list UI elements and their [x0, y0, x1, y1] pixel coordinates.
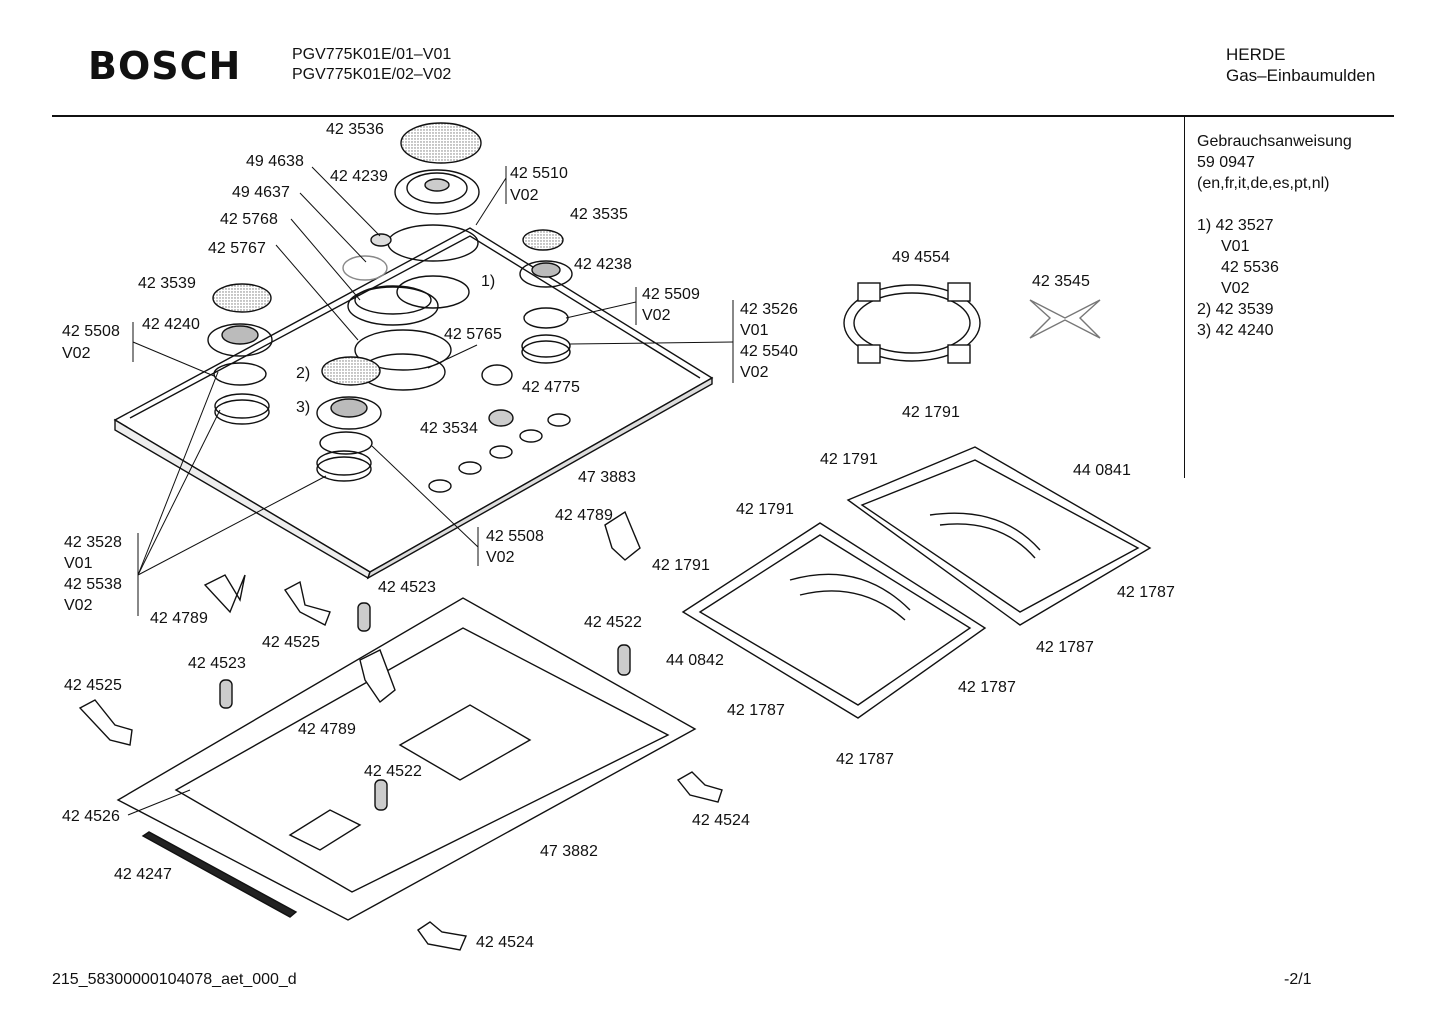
part-label: 42 1791 [736, 501, 794, 518]
category-subtitle: Gas–Einbaumulden [1226, 66, 1376, 85]
brand-logo: BOSCH [88, 44, 242, 88]
note-1-part-2: 42 5536 [1221, 259, 1279, 276]
variant-label: V02 [510, 187, 539, 204]
variant-label: V01 [64, 555, 93, 572]
part-label: 42 5508 [486, 528, 544, 545]
sidebar-divider [1184, 117, 1185, 478]
part-label: 42 4526 [62, 808, 120, 825]
part-label: 42 3536 [326, 121, 384, 138]
part-label: 42 5768 [220, 211, 278, 228]
part-label: 42 4524 [692, 812, 750, 829]
part-label: 42 5510 [510, 165, 568, 182]
part-label: 42 4525 [262, 634, 320, 651]
variant-label: V02 [740, 364, 769, 381]
variant-label: V02 [486, 549, 515, 566]
part-label: 42 4524 [476, 934, 534, 951]
note-1-variant-1: V01 [1221, 238, 1250, 255]
callout-2: 2) [296, 365, 311, 382]
sidebar-notes: Gebrauchsanweisung 59 0947 (en,fr,it,de,… [1197, 131, 1352, 341]
variant-label: V01 [740, 322, 769, 339]
note-2: 2) 42 3539 [1197, 301, 1274, 318]
burner-rear-right [481, 229, 573, 427]
variant-label: V02 [62, 345, 91, 362]
part-label: 42 4247 [114, 866, 172, 883]
part-label: 42 4239 [330, 168, 388, 185]
part-label: 42 3535 [570, 206, 628, 223]
header-divider [52, 115, 1394, 117]
part-label: 42 1791 [652, 557, 710, 574]
part-label: 49 4638 [246, 153, 304, 170]
part-label: 42 5540 [740, 343, 798, 360]
part-label: 42 4523 [378, 579, 436, 596]
part-label: 42 3528 [64, 534, 122, 551]
burner-center [342, 122, 482, 391]
part-label: 42 5509 [642, 286, 700, 303]
part-label: 42 3526 [740, 301, 798, 318]
simmer-plate [1029, 299, 1101, 339]
part-label: 42 1787 [727, 702, 785, 719]
wok-ring [843, 282, 981, 364]
part-label: 42 4522 [364, 763, 422, 780]
note-1-variant-2: V02 [1221, 280, 1250, 297]
hob-top-plate [113, 227, 714, 580]
document-id: 215_58300000104078_aet_000_d [52, 971, 297, 988]
pan-support-left [681, 522, 987, 719]
part-label: 42 4522 [584, 614, 642, 631]
callout-1: 1) [481, 273, 496, 290]
part-label: 47 3883 [578, 469, 636, 486]
part-label: 42 3545 [1032, 273, 1090, 290]
part-label: 44 0841 [1073, 462, 1131, 479]
manual-languages: (en,fr,it,de,es,pt,nl) [1197, 175, 1330, 192]
part-label: 42 1787 [1117, 584, 1175, 601]
bottom-tray [116, 597, 697, 921]
part-label: 42 4523 [188, 655, 246, 672]
note-3: 3) 42 4240 [1197, 322, 1274, 339]
part-label: 42 1787 [836, 751, 894, 768]
manual-title: Gebrauchsanweisung [1197, 133, 1352, 150]
part-label: 42 5538 [64, 576, 122, 593]
part-label: 42 4789 [298, 721, 356, 738]
part-label: 42 3539 [138, 275, 196, 292]
part-label: 42 5508 [62, 323, 120, 340]
part-label: 42 4240 [142, 316, 200, 333]
note-1: 1) 42 3527 [1197, 217, 1274, 234]
leader-lines [127, 166, 734, 816]
part-label: 49 4554 [892, 249, 950, 266]
part-label: 42 4775 [522, 379, 580, 396]
part-label: 42 1787 [1036, 639, 1094, 656]
part-label: 42 1791 [820, 451, 878, 468]
part-label: 42 1791 [902, 404, 960, 421]
part-label: 44 0842 [666, 652, 724, 669]
part-label: 49 4637 [232, 184, 290, 201]
variant-label: V02 [642, 307, 671, 324]
burner-front [316, 356, 382, 482]
part-label: 42 4238 [574, 256, 632, 273]
manual-number: 59 0947 [1197, 154, 1255, 171]
model-number-1: PGV775K01E/01–V01 [292, 46, 452, 63]
part-label: 42 5767 [208, 240, 266, 257]
seal-strip [141, 831, 298, 918]
pan-support-right [846, 446, 1152, 626]
part-label: 42 4525 [64, 677, 122, 694]
page-number: -2/1 [1284, 971, 1312, 988]
part-label: 42 4789 [150, 610, 208, 627]
part-label: 42 5765 [444, 326, 502, 343]
part-label: 47 3882 [540, 843, 598, 860]
model-number-2: PGV775K01E/02–V02 [292, 66, 452, 83]
part-label: 42 4789 [555, 507, 613, 524]
variant-label: V02 [64, 597, 93, 614]
part-label: 42 3534 [420, 420, 478, 437]
callout-3: 3) [296, 399, 311, 416]
part-label: 42 1787 [958, 679, 1016, 696]
category-title: HERDE [1226, 45, 1286, 64]
burner-rear-left [207, 283, 273, 425]
clamps [78, 510, 723, 951]
